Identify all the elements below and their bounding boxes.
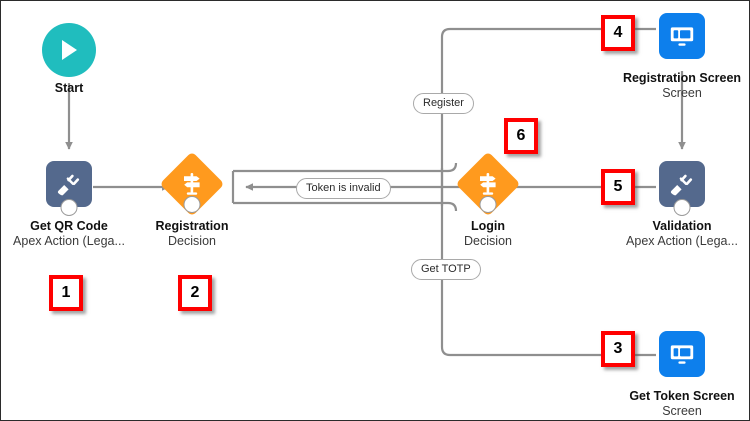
node-registration-screen-type: Screen (662, 86, 702, 100)
node-registration[interactable]: Registration Decision (132, 151, 252, 249)
node-validation-type: Apex Action (Lega... (626, 234, 738, 248)
node-status-dot (183, 196, 201, 213)
node-get-qr-code[interactable]: Get QR Code Apex Action (Lega... (9, 161, 129, 249)
connector-elbow-upper (233, 162, 458, 173)
monitor-icon (670, 27, 694, 46)
signpost-icon (480, 173, 496, 195)
registration-glyph (159, 151, 225, 217)
node-get-token-screen[interactable]: Get Token Screen Screen (622, 331, 742, 419)
node-registration-screen-label: Registration Screen (622, 71, 742, 85)
node-registration-label: Registration (155, 219, 229, 233)
validation-glyph (659, 161, 705, 216)
node-validation[interactable]: Validation Apex Action (Lega... (622, 161, 742, 249)
get-qr-code-glyph (46, 161, 92, 216)
connector-elbow-lower (233, 201, 458, 212)
plug-icon (670, 174, 693, 196)
decision-diamond (455, 151, 521, 217)
monitor-icon (670, 345, 694, 364)
node-status-dot (673, 199, 691, 216)
badge-5: 5 (601, 169, 635, 205)
signpost-icon (184, 173, 200, 195)
node-status-dot (479, 196, 497, 213)
badge-2: 2 (178, 275, 212, 311)
node-login-label: Login (470, 219, 505, 233)
node-get-qr-code-type: Apex Action (Lega... (13, 234, 125, 248)
node-status-dot (60, 199, 78, 216)
node-login[interactable]: Login Decision (428, 151, 548, 249)
node-start[interactable]: Start (9, 23, 129, 96)
badge-3: 3 (601, 331, 635, 367)
login-glyph (455, 151, 521, 217)
screen-box (659, 331, 705, 377)
node-registration-screen[interactable]: Registration Screen Screen (622, 13, 742, 101)
node-registration-type: Decision (168, 234, 216, 248)
connector-login-gettotp-branch (440, 168, 656, 357)
screen-box (659, 13, 705, 59)
connector-label-register[interactable]: Register (413, 93, 474, 114)
node-get-token-screen-label: Get Token Screen (629, 389, 735, 403)
registration-screen-glyph (659, 13, 705, 59)
start-circle (42, 23, 96, 77)
decision-diamond (159, 151, 225, 217)
get-token-screen-glyph (659, 331, 705, 377)
connector-label-get-totp[interactable]: Get TOTP (411, 259, 481, 280)
badge-1: 1 (49, 275, 83, 311)
node-start-label: Start (54, 81, 84, 95)
connector-login-register-branch (440, 27, 656, 206)
start-glyph (42, 23, 96, 77)
plug-icon (57, 174, 80, 196)
badge-4: 4 (601, 15, 635, 51)
connector-label-token-is-invalid[interactable]: Token is invalid (296, 178, 391, 199)
node-validation-label: Validation (652, 219, 712, 233)
node-get-qr-code-label: Get QR Code (30, 219, 108, 233)
node-login-type: Decision (464, 234, 512, 248)
badge-6: 6 (504, 118, 538, 154)
node-get-token-screen-type: Screen (662, 404, 702, 418)
play-icon (62, 40, 77, 60)
